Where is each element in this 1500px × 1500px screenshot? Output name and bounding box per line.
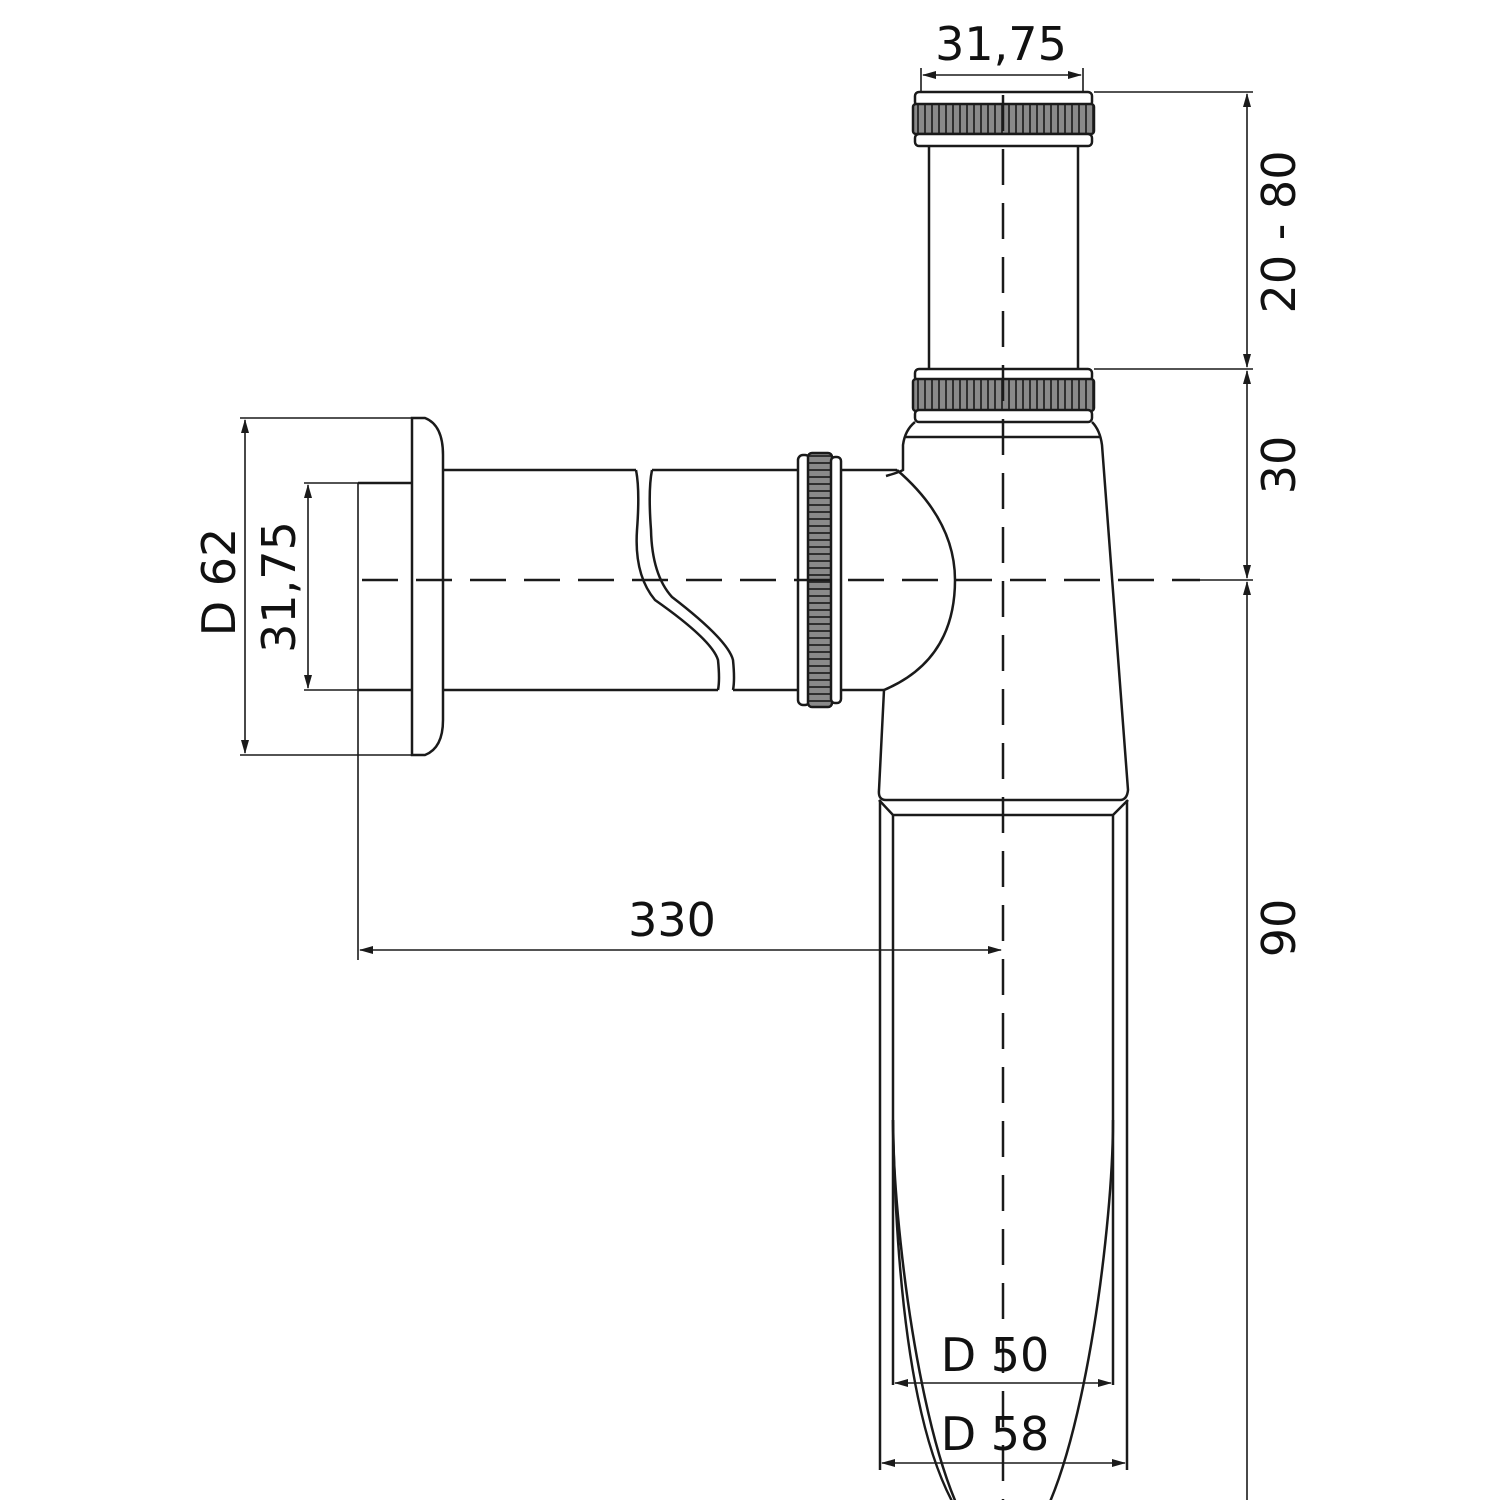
bottle-cup [878,800,1129,1500]
dim-wall-flange-diameter: D 62 [192,528,246,637]
dim-axis-to-bottom: 90 [1252,899,1306,958]
dim-outlet-diameter: 31,75 [252,521,306,653]
dim-cup-outer-diameter: D 58 [941,1407,1050,1461]
inlet-tube [927,140,1080,372]
centerlines [362,95,1200,1500]
outlet-pipe [443,468,897,692]
outlet-nut [796,451,843,709]
dim-top-inlet-diameter: 31,75 [935,17,1067,71]
dim-nut-to-axis: 30 [1252,436,1306,495]
dim-inlet-height-adjust: 20 - 80 [1252,151,1306,314]
wall-flange [358,416,445,757]
dimension-lines [240,68,1253,1500]
dim-outlet-length: 330 [628,893,716,947]
dim-cup-inner-diameter: D 50 [941,1328,1050,1382]
